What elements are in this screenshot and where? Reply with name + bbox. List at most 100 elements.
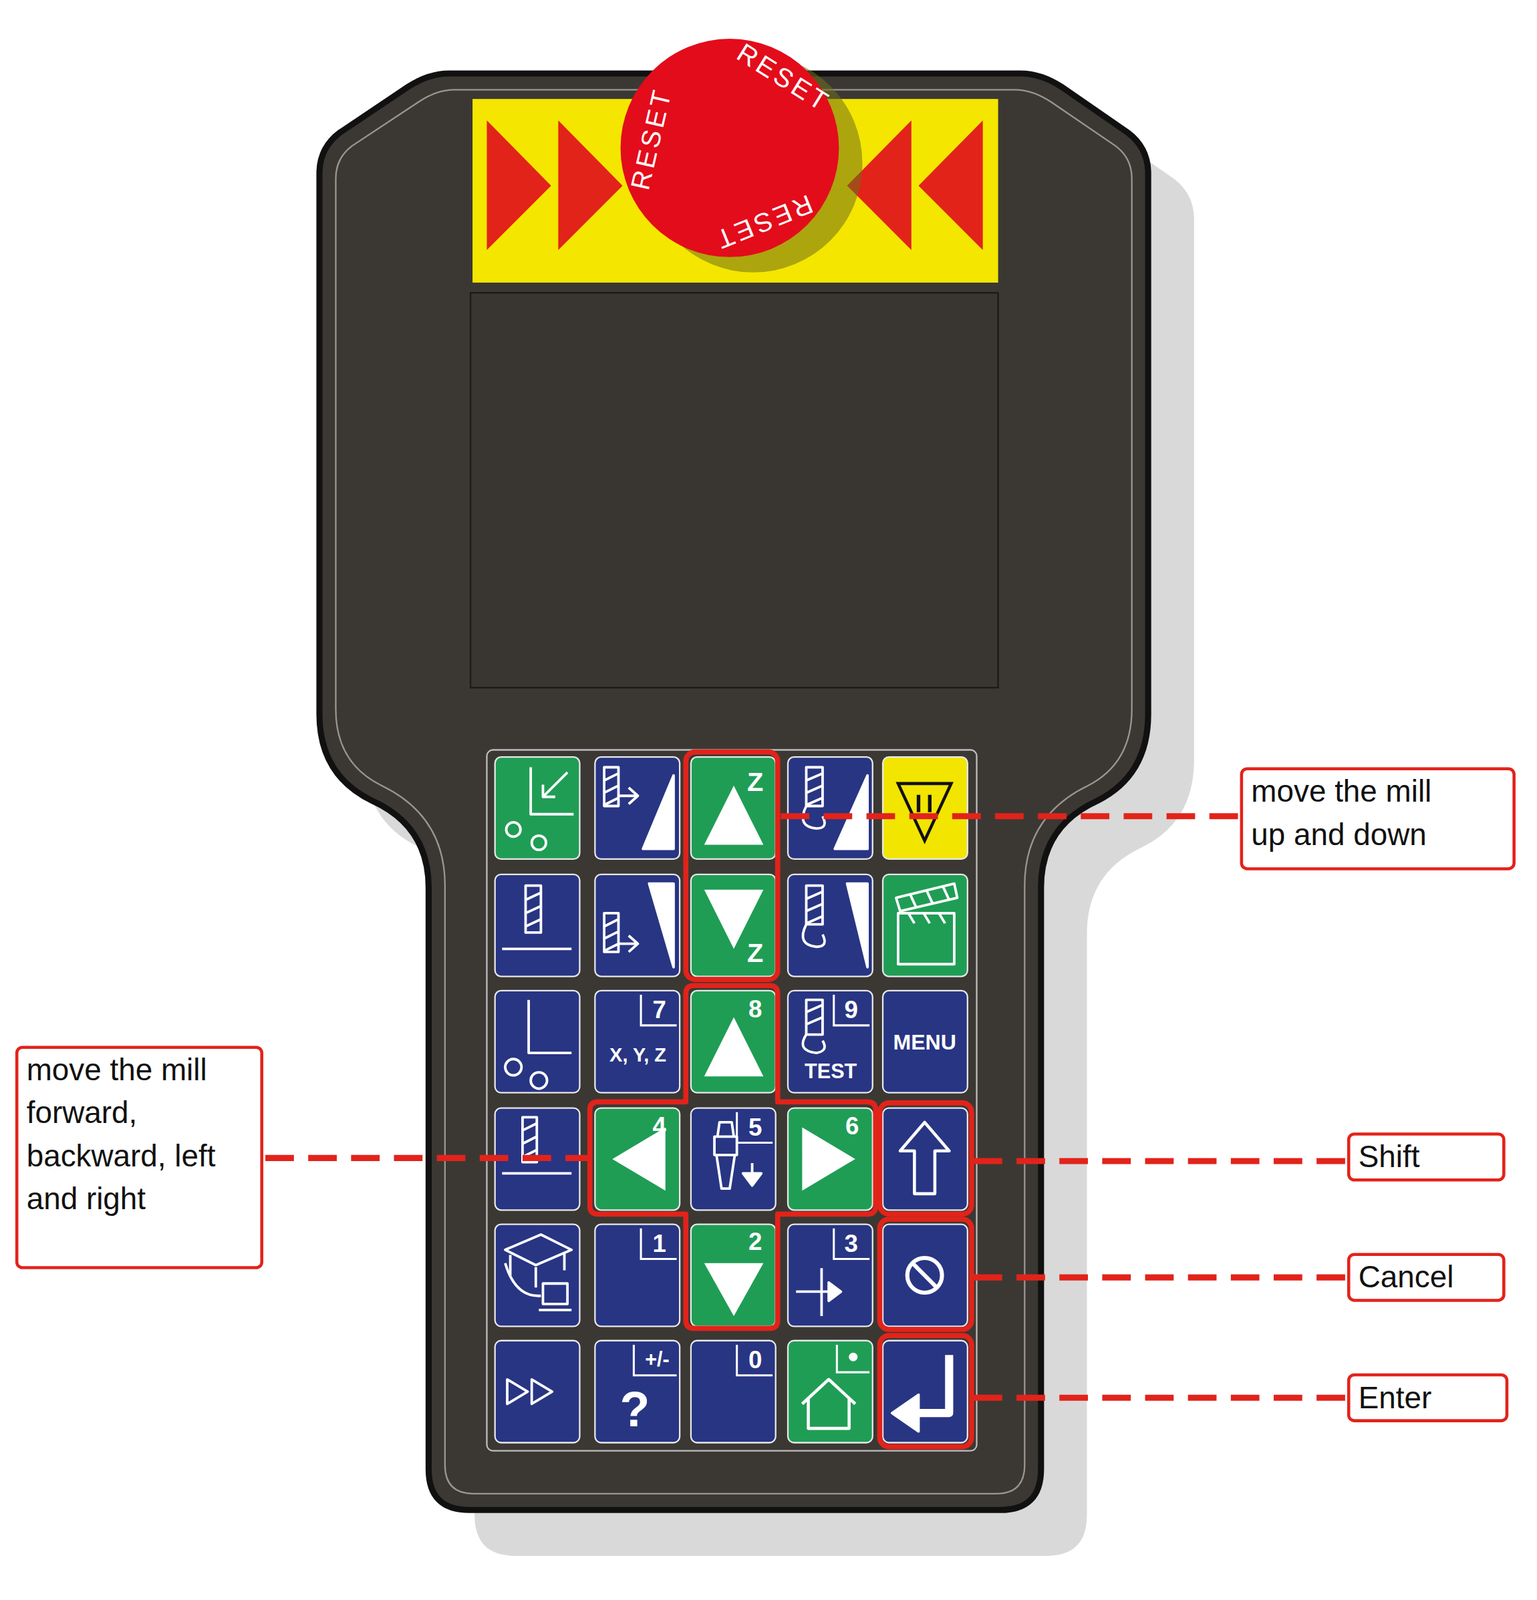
key-icons: [896, 884, 958, 912]
key-group-highlight: [590, 985, 877, 1329]
key-legend: Z: [747, 940, 764, 967]
keys: [882, 874, 968, 977]
callout-box: move the mill up and down: [1240, 767, 1516, 871]
pause-warning-symbol: [898, 783, 951, 842]
callout-box: move the mill forward, backward, left an…: [15, 1045, 264, 1270]
keys: [882, 757, 968, 860]
keys: [882, 1108, 968, 1211]
key-icons: [850, 1354, 857, 1361]
pause-warning-symbol: [918, 795, 930, 813]
callout-box: Enter: [1347, 1373, 1509, 1423]
number-corner-marks: [836, 1345, 870, 1373]
key-icons: [912, 1263, 937, 1289]
keys: [495, 757, 968, 1443]
keys: [495, 991, 581, 1094]
key-icons: [507, 1379, 552, 1405]
key-icons: [907, 1258, 943, 1294]
leader-line: [779, 813, 1239, 820]
key-legend: TEST: [804, 1061, 857, 1082]
key-icons: [828, 1283, 841, 1302]
keys: [882, 1341, 968, 1444]
keys: [882, 991, 968, 1094]
keys: [594, 1108, 680, 1211]
leader-line: [265, 816, 1346, 1399]
button-legend: RESET: [733, 38, 836, 117]
key-group-highlight: [590, 752, 972, 1448]
key-group-highlight: [685, 752, 778, 981]
key-icons: [714, 1122, 738, 1189]
key-icons: [530, 767, 574, 814]
leader-line: [973, 1395, 1346, 1402]
keys: [787, 991, 873, 1094]
key-icons: [743, 1173, 762, 1186]
number-corner-marks: [633, 995, 870, 1376]
number-corner-marks: [640, 995, 677, 1026]
key-icons: [648, 884, 674, 968]
number-corner-marks: [737, 1112, 773, 1144]
reset-button: [620, 38, 840, 258]
key-legend: 9: [844, 998, 859, 1024]
button-legend: RESET: [626, 85, 677, 193]
callout-text: Shift: [1358, 1136, 1495, 1179]
keys: [594, 1341, 680, 1444]
key-legend: 3: [844, 1231, 859, 1257]
callout-box: Cancel: [1347, 1252, 1506, 1302]
key-icons: [542, 772, 568, 798]
key-legend: Z: [747, 768, 764, 796]
key-icons: [604, 913, 619, 953]
keys: [690, 874, 776, 977]
callout-text: Enter: [1358, 1376, 1498, 1420]
key-group-highlight: [879, 1335, 971, 1447]
keys: [594, 757, 680, 860]
key-legend: 0: [748, 1347, 762, 1373]
keys: [787, 1108, 873, 1211]
key-icons: [642, 775, 674, 850]
key-legend: 7: [652, 998, 666, 1024]
key-icons: [802, 886, 825, 948]
key-group-highlight: [879, 1103, 971, 1215]
key-icons: [898, 913, 955, 965]
keys: [787, 874, 873, 977]
keypad-frame: [486, 750, 977, 1452]
key-icons: [505, 1059, 522, 1076]
keys: [495, 1224, 581, 1328]
leader-line: [973, 1274, 1346, 1281]
key-icons: [506, 822, 521, 837]
keys: [882, 1224, 968, 1328]
key-legend: 2: [748, 1229, 762, 1255]
pendant-housing: [335, 89, 1132, 1494]
key-icons: [834, 775, 868, 850]
keys: [594, 1224, 680, 1328]
key-icons: [618, 787, 638, 804]
keys: [787, 1224, 873, 1328]
keys: [690, 991, 776, 1094]
key-icons: [618, 935, 638, 952]
keys: [594, 991, 680, 1094]
key-icons: [801, 1379, 855, 1429]
pendant-housing: [319, 73, 1149, 1511]
keys: [787, 1341, 873, 1444]
key-icons: [505, 1234, 572, 1288]
leader-line: [265, 1155, 589, 1162]
key-icons: [802, 1000, 825, 1054]
key-icons: [795, 1268, 831, 1317]
keys: [495, 757, 581, 860]
number-corner-marks: [833, 1228, 870, 1260]
key-icons: [892, 1395, 919, 1433]
number-corner-marks: [737, 1345, 773, 1376]
button-legend: RESET: [710, 190, 817, 254]
key-icons: [501, 947, 572, 951]
key-icons: [847, 884, 869, 968]
key-icons: [530, 1072, 547, 1089]
keys: [690, 757, 776, 860]
number-corner-marks: [833, 995, 870, 1026]
leader-line: [973, 1158, 1346, 1165]
arrow-keys-symbols: [704, 1263, 764, 1317]
key-legend: 1: [652, 1231, 666, 1257]
display-screen: [470, 292, 999, 688]
keys: [495, 1341, 581, 1444]
key-icons: [505, 1263, 572, 1311]
keys: [495, 874, 581, 977]
key-icons: [604, 767, 619, 806]
